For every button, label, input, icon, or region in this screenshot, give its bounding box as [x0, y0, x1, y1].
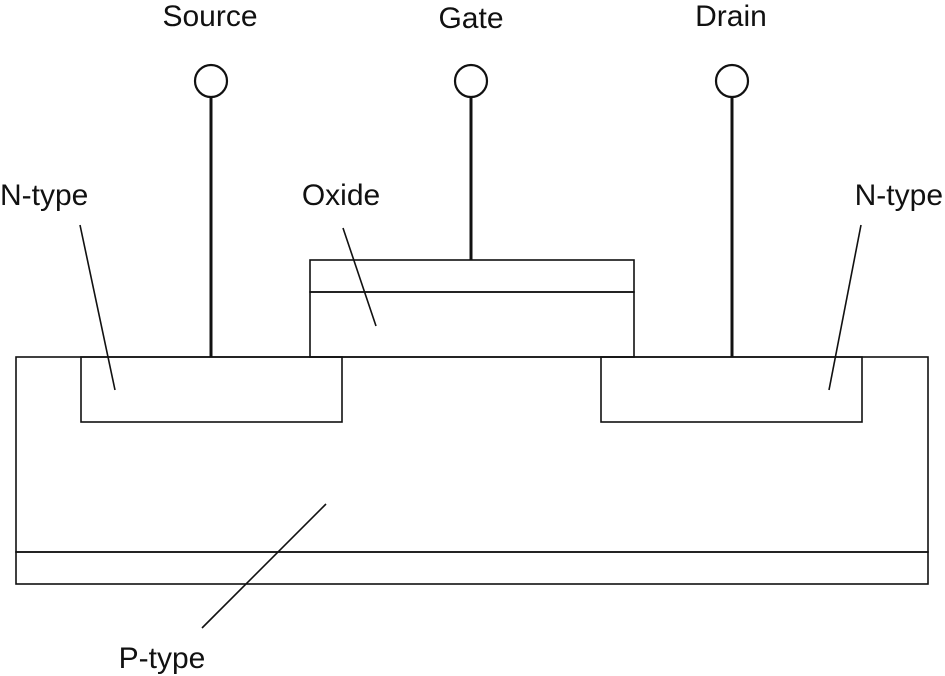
n-type-left-label: N-type [0, 179, 88, 212]
drain-terminal-icon [714, 63, 750, 99]
oxide-label: Oxide [302, 179, 380, 212]
p-type-substrate [15, 356, 929, 553]
gate-label: Gate [438, 2, 503, 35]
n-type-left-leader [79, 224, 116, 391]
gate-terminal-icon [453, 63, 489, 99]
gate-oxide-layer [309, 291, 635, 358]
source-terminal-icon [193, 63, 229, 99]
oxide-leader [342, 227, 377, 327]
n-type-right-label: N-type [855, 179, 943, 212]
p-type-leader [201, 503, 327, 629]
n-type-well-drain [600, 356, 863, 423]
p-type-label: P-type [119, 642, 206, 675]
bottom-contact [15, 551, 929, 585]
n-type-well-source [80, 356, 343, 423]
n-type-right-leader [828, 224, 862, 391]
source-label: Source [162, 0, 257, 33]
drain-label: Drain [695, 0, 767, 33]
